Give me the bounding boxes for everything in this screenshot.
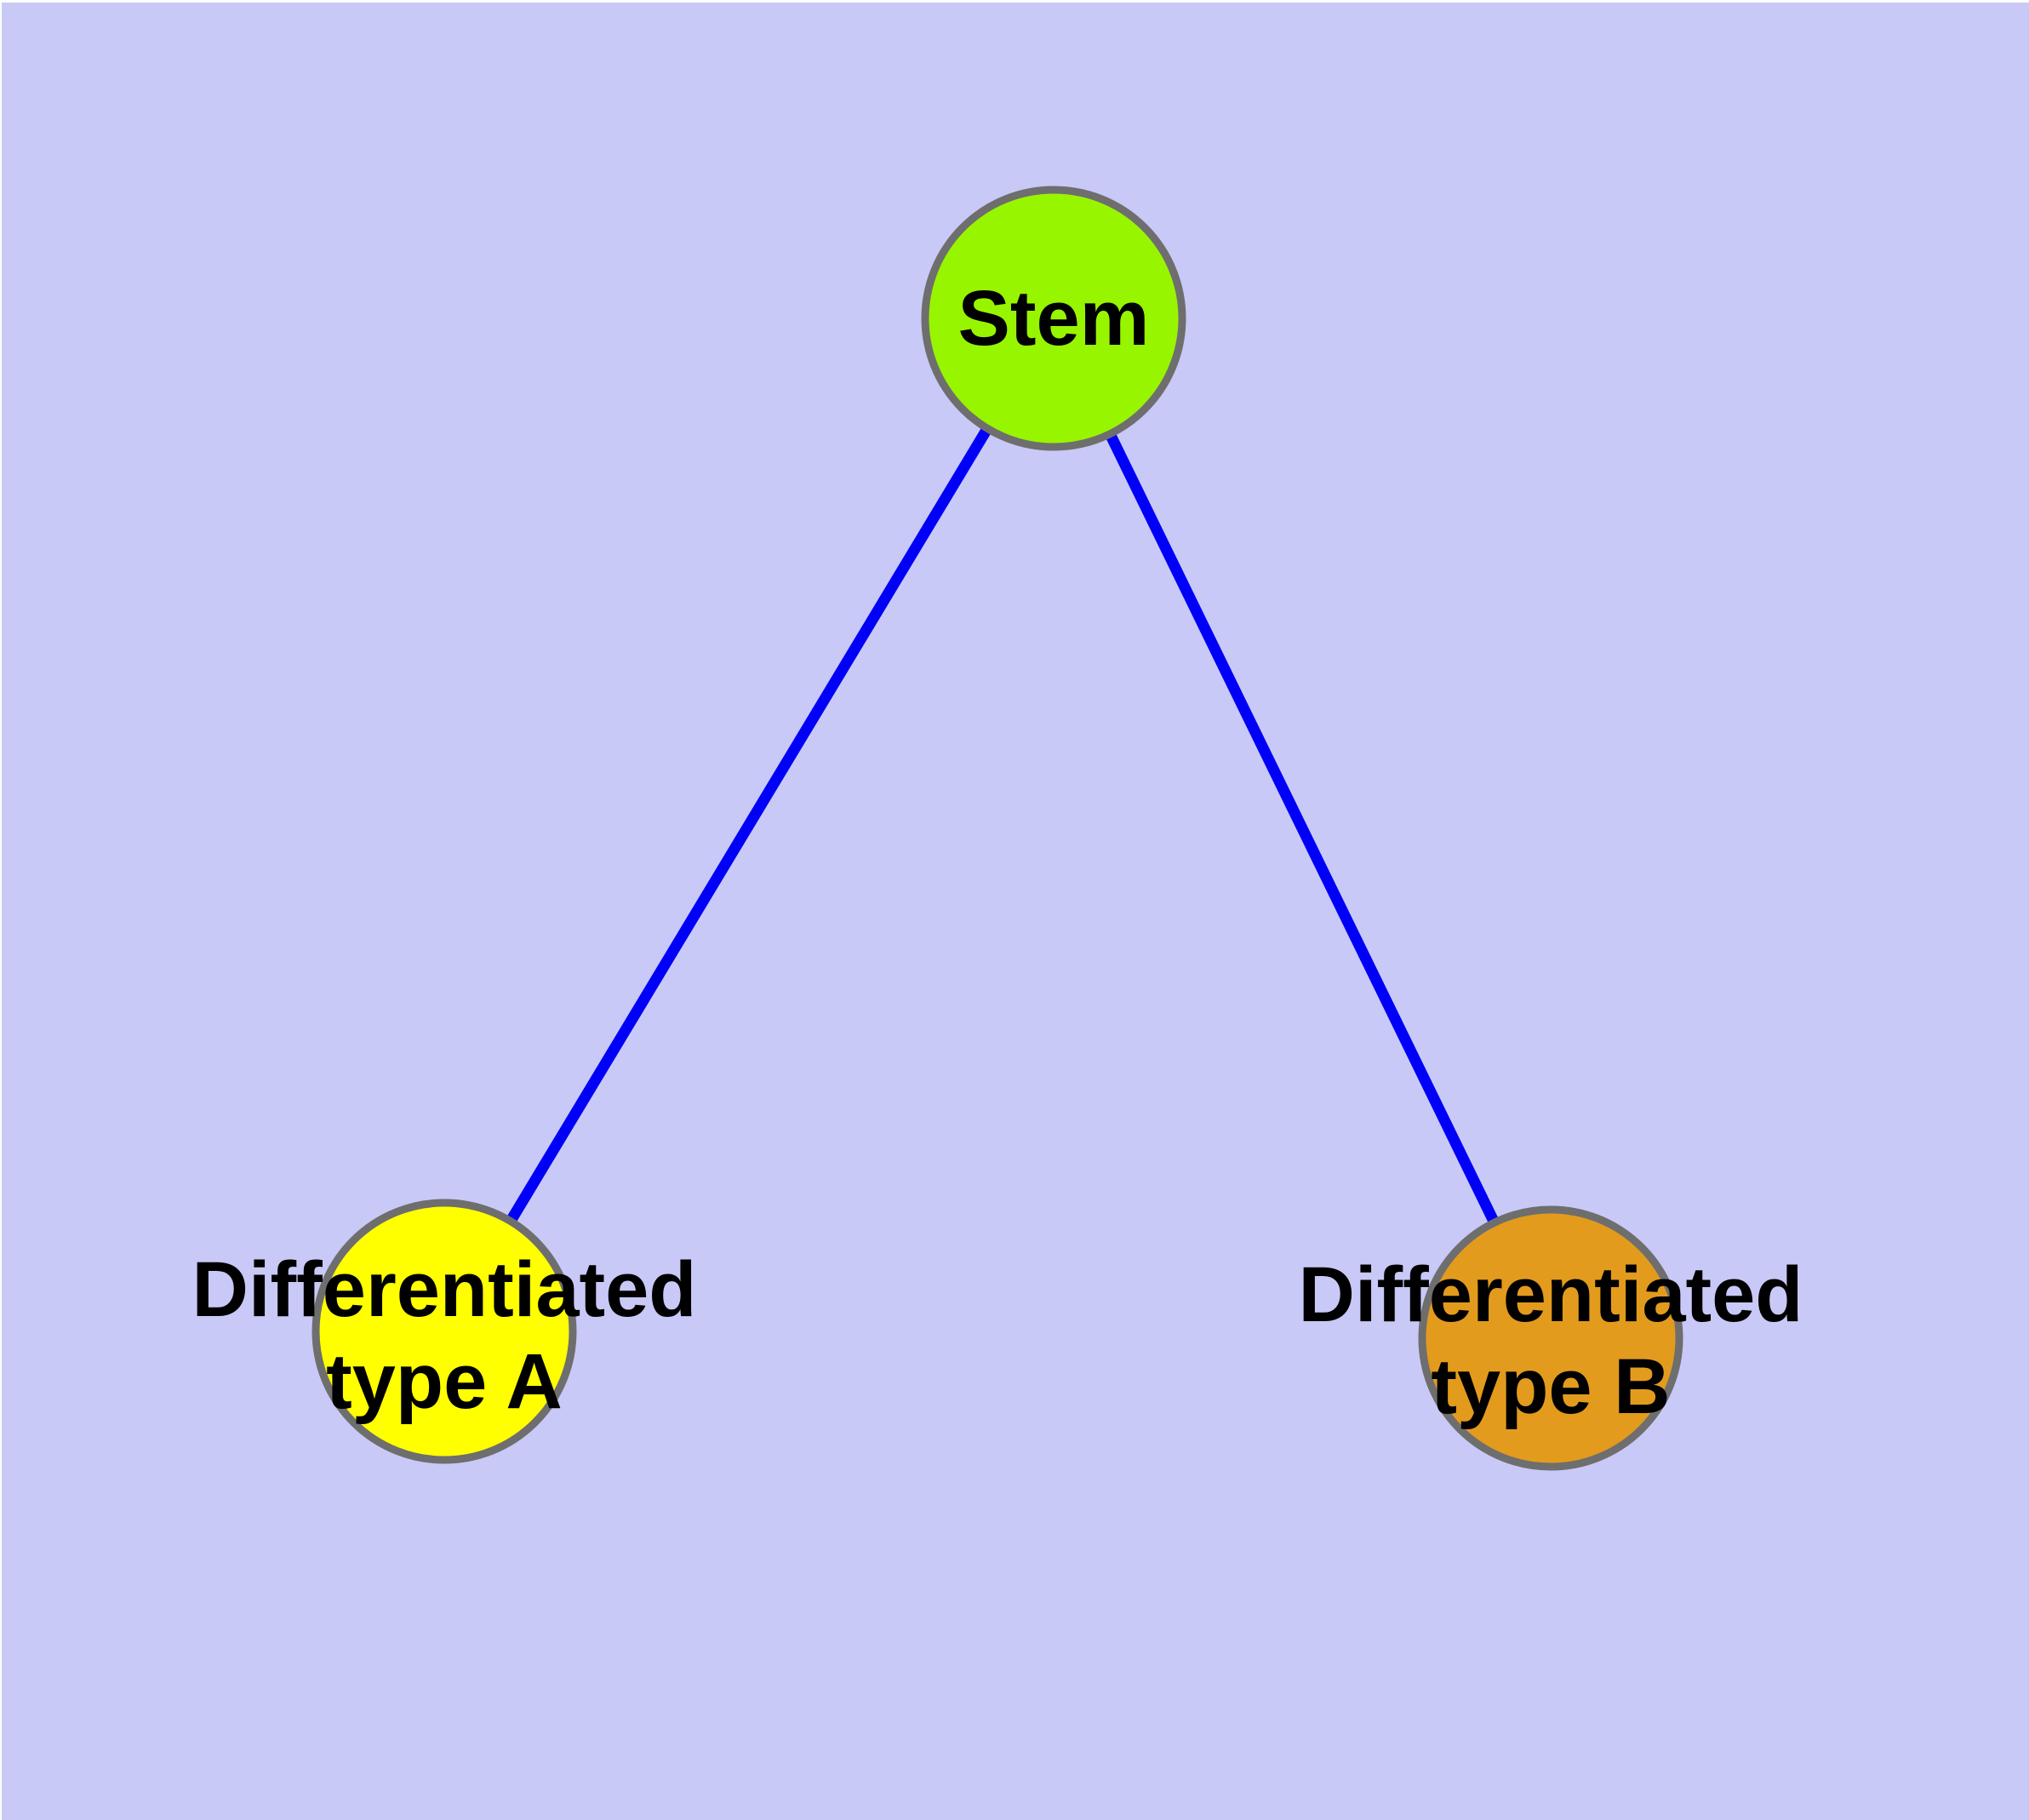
graph-figure (311, 186, 1683, 1471)
node-differentiated-type-a-circle (311, 1199, 577, 1464)
edge-stem-to-type-b (1049, 316, 1556, 1341)
edge-stem-to-type-a (439, 315, 1059, 1335)
graph-canvas: Stem Differentiated type A Differentiate… (2, 3, 2029, 1820)
node-stem-circle (921, 186, 1186, 451)
node-differentiated-type-b-circle (1418, 1205, 1683, 1471)
